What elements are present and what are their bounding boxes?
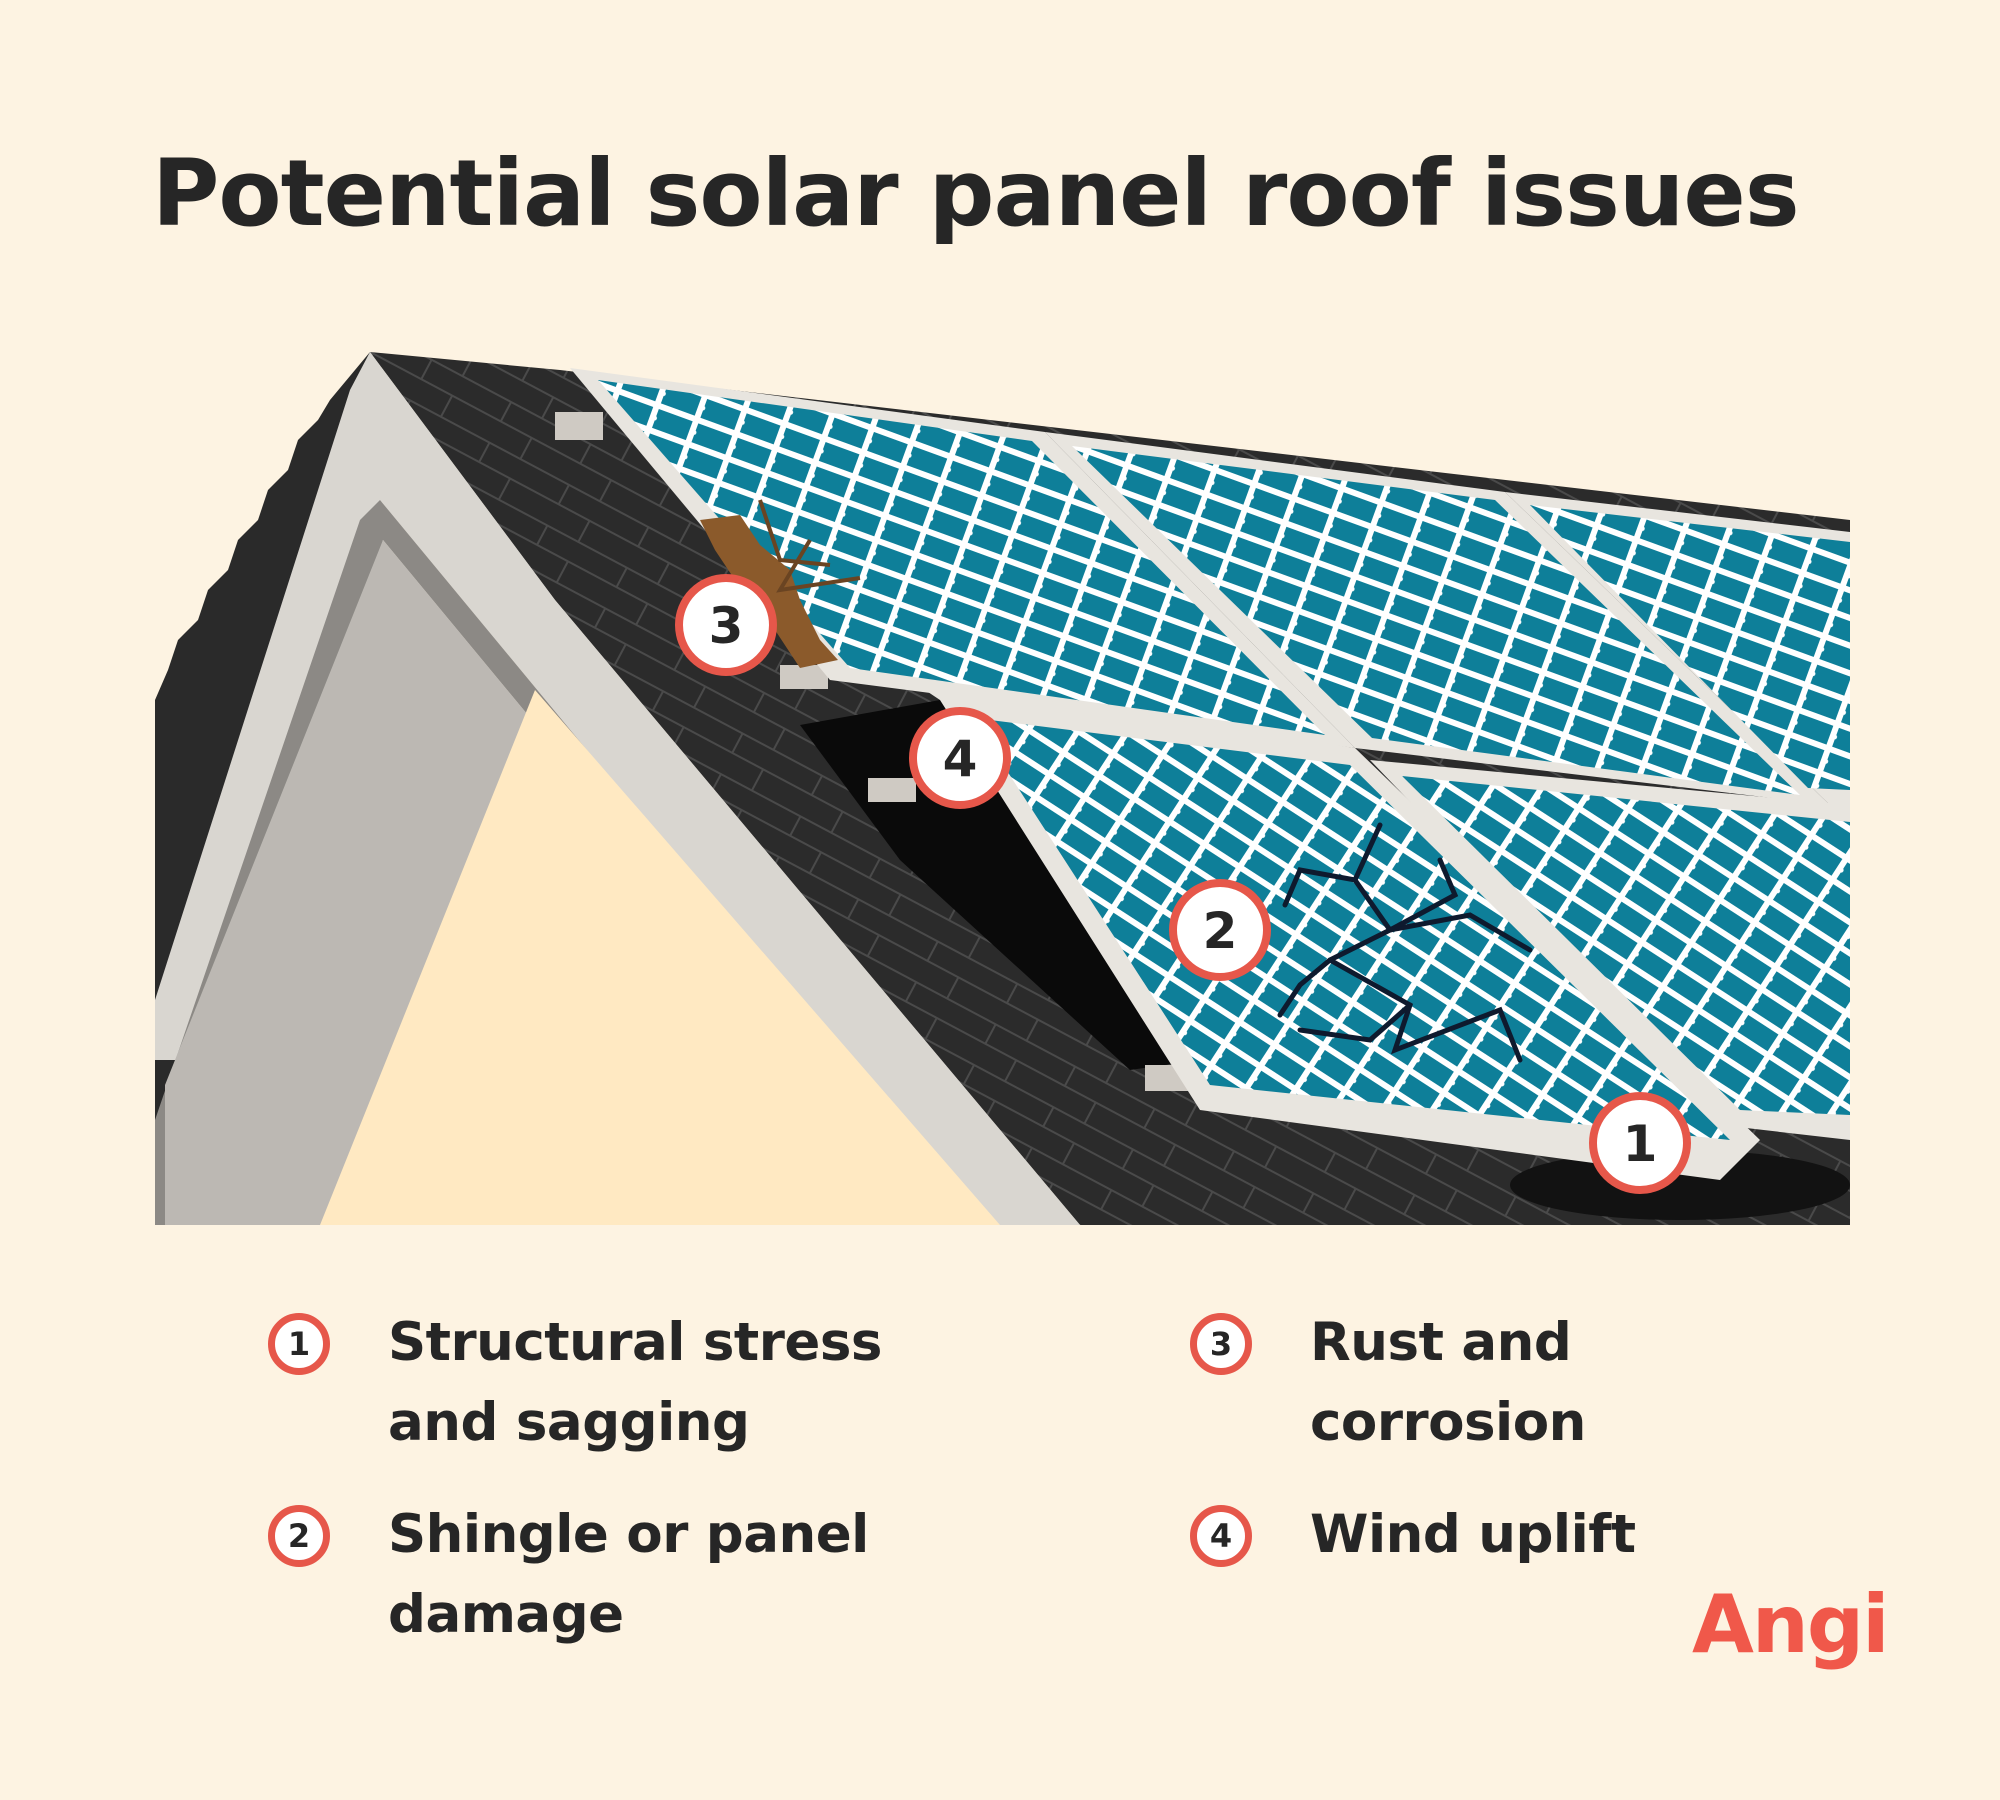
marker-number: 4 [943,730,978,788]
solar-panel-upper-left [570,368,1355,748]
legend-item-1: 1 Structural stress and sagging [268,1312,882,1463]
legend-badge: 4 [1190,1505,1252,1567]
page-title: Potential solar panel roof issues [152,140,1800,247]
legend-item-4: 4 Wind uplift [1190,1504,1636,1575]
legend-item-2: 2 Shingle or panel damage [268,1504,869,1655]
legend-label-line2: corrosion [1310,1392,1586,1453]
solar-panel-lifted [910,680,1760,1180]
sag-shadow [1510,1150,1850,1220]
panel-damage-marker: 2 [1169,879,1271,981]
marker-number: 3 [709,597,744,655]
legend-label-line1: Shingle or panel [388,1504,869,1565]
legend-label-line2: and sagging [388,1392,750,1453]
marker-number: 1 [1623,1115,1658,1173]
legend-badge: 3 [1190,1313,1252,1375]
solar-panel-lower-right [1370,760,1850,1140]
legend-badge: 2 [268,1505,330,1567]
panel-crack [1277,822,1533,1063]
gable-wall-lit [320,690,1000,1225]
legend-label-line1: Structural stress [388,1312,882,1373]
legend-badge: 1 [268,1313,330,1375]
roof-fascia [155,352,1080,1225]
rust-marker: 3 [675,574,777,676]
angi-logo: Angi [1692,1578,1890,1671]
solar-panel-upper-right [1505,492,1850,810]
marker-number: 2 [1203,902,1238,960]
legend-label-line1: Rust and [1310,1312,1572,1373]
rust-patch [700,499,861,668]
solar-panel-upper-middle [1045,432,1830,805]
legend-label-line1: Wind uplift [1310,1504,1636,1565]
wind-uplift-marker: 4 [909,707,1011,809]
legend-label-line2: damage [388,1584,624,1645]
structural-stress-marker: 1 [1589,1092,1691,1194]
legend-item-3: 3 Rust and corrosion [1190,1312,1586,1463]
